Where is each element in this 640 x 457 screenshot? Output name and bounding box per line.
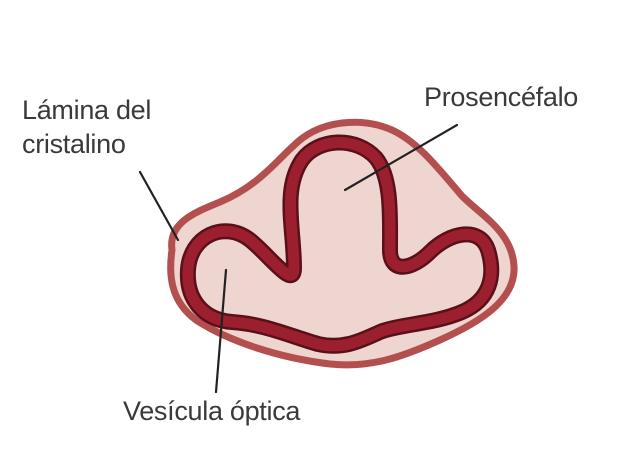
surface-ectoderm-outline xyxy=(167,118,518,369)
neural-wall-fill xyxy=(182,137,497,352)
lens-placode-label-line2: cristalino xyxy=(22,129,126,159)
lens-placode-label-line1: Lámina del xyxy=(22,95,152,125)
optic-vesicle-leader xyxy=(214,268,228,394)
prosencephalon-leader xyxy=(343,123,459,192)
surface-ectoderm xyxy=(167,118,518,369)
prosencephalon-label: Prosencéfalo xyxy=(424,82,578,112)
leader-lines xyxy=(138,123,459,394)
optic-vesicle-label: Vesícula óptica xyxy=(123,396,301,426)
neural-wall xyxy=(179,134,500,354)
lens-placode-leader xyxy=(138,170,180,242)
lens-placode-label: Lámina del cristalino xyxy=(22,93,151,161)
